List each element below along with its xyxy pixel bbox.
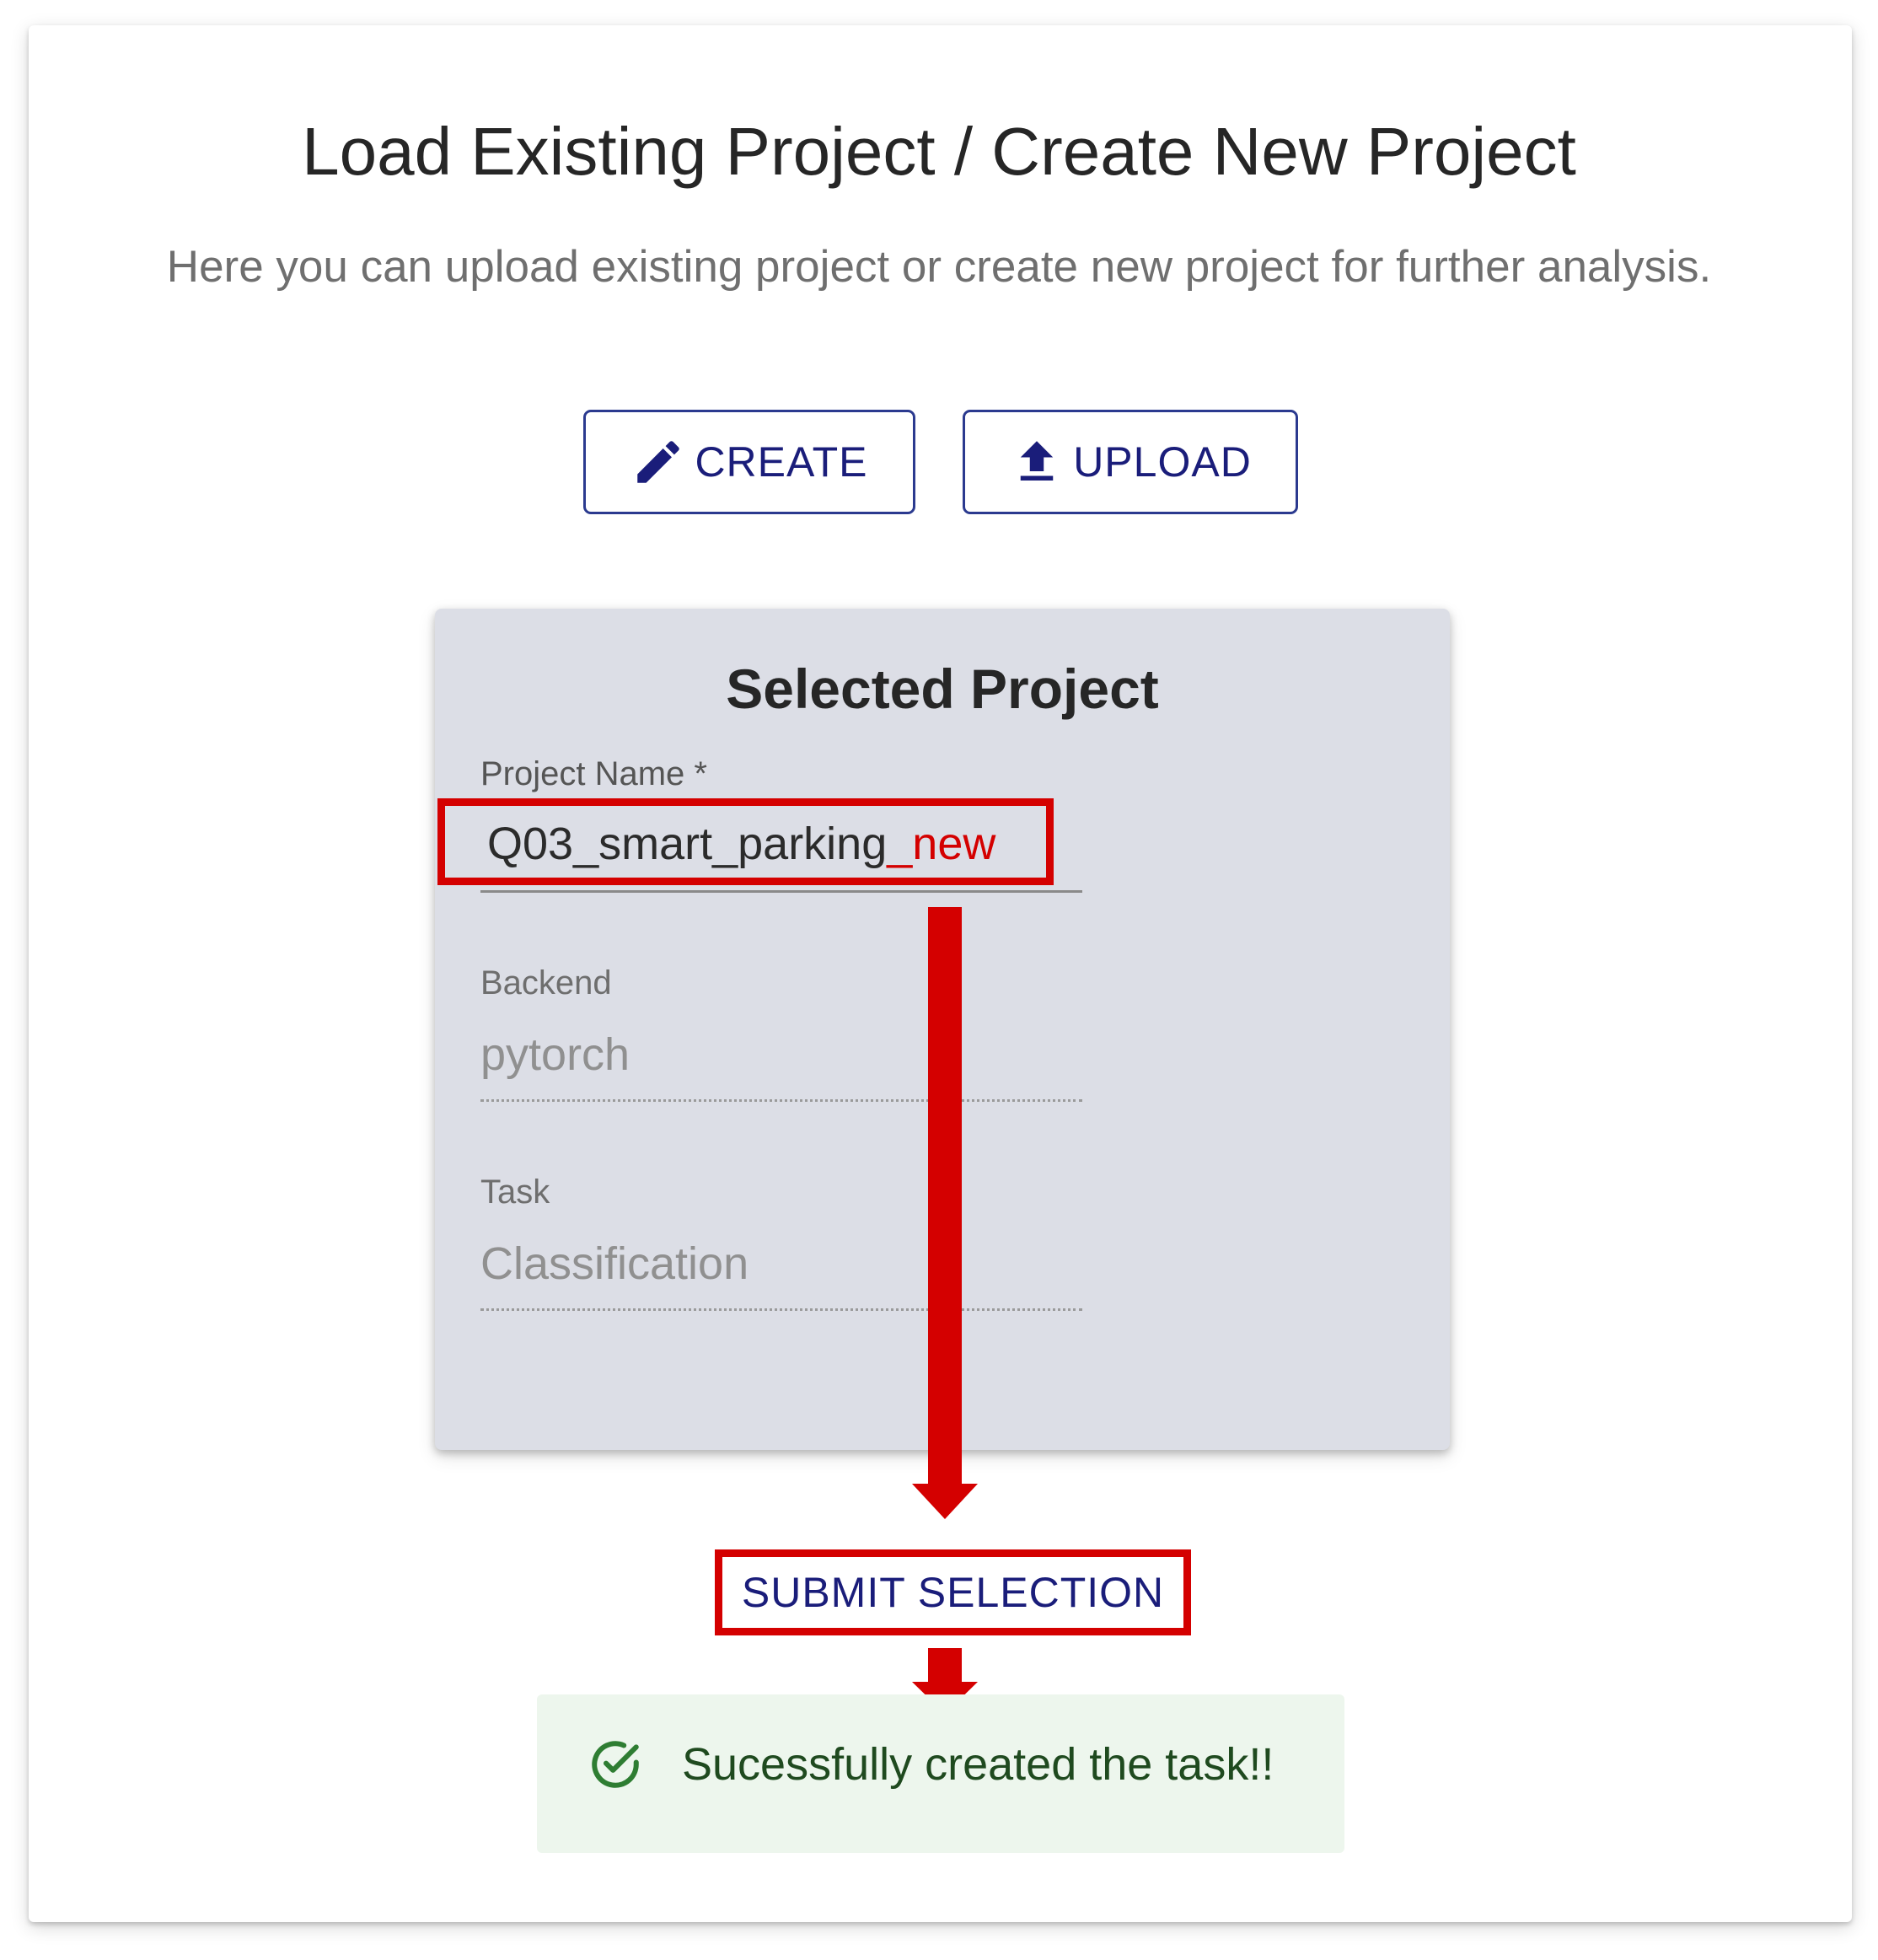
upload-icon [1009, 434, 1065, 490]
page-subtitle: Here you can upload existing project or … [166, 242, 1712, 292]
selected-project-title: Selected Project [726, 658, 1159, 720]
project-name-suffix: _new [887, 819, 996, 869]
success-message: Sucessfully created the task!! [682, 1739, 1274, 1790]
task-underline [480, 1308, 1082, 1311]
backend-underline [480, 1099, 1082, 1102]
project-name-input[interactable]: Q03_smart_parking_new [487, 821, 995, 867]
backend-field: pytorch [480, 1029, 630, 1080]
submit-selection-label: SUBMIT SELECTION [741, 1569, 1165, 1616]
submit-highlight-box [715, 1549, 1191, 1635]
page-title: Load Existing Project / Create New Proje… [302, 114, 1576, 189]
upload-button[interactable]: UPLOAD [963, 410, 1298, 514]
upload-button-label: UPLOAD [1073, 438, 1252, 486]
arrow-down-icon [912, 907, 978, 1519]
submit-selection-button[interactable]: SUBMIT SELECTION [715, 1549, 1191, 1635]
create-button[interactable]: CREATE [583, 410, 915, 514]
project-name-value: Q03_smart_parking [487, 819, 888, 869]
create-button-label: CREATE [695, 438, 868, 486]
check-circle-icon [588, 1737, 643, 1792]
backend-label: Backend [480, 964, 612, 1001]
pencil-icon [630, 434, 686, 490]
project-name-label: Project Name * [480, 755, 707, 792]
task-label: Task [480, 1173, 550, 1211]
project-name-underline [480, 890, 1082, 893]
success-alert: Sucessfully created the task!! [537, 1694, 1344, 1853]
project-name-highlight-box [437, 798, 1054, 885]
task-field: Classification [480, 1238, 749, 1289]
